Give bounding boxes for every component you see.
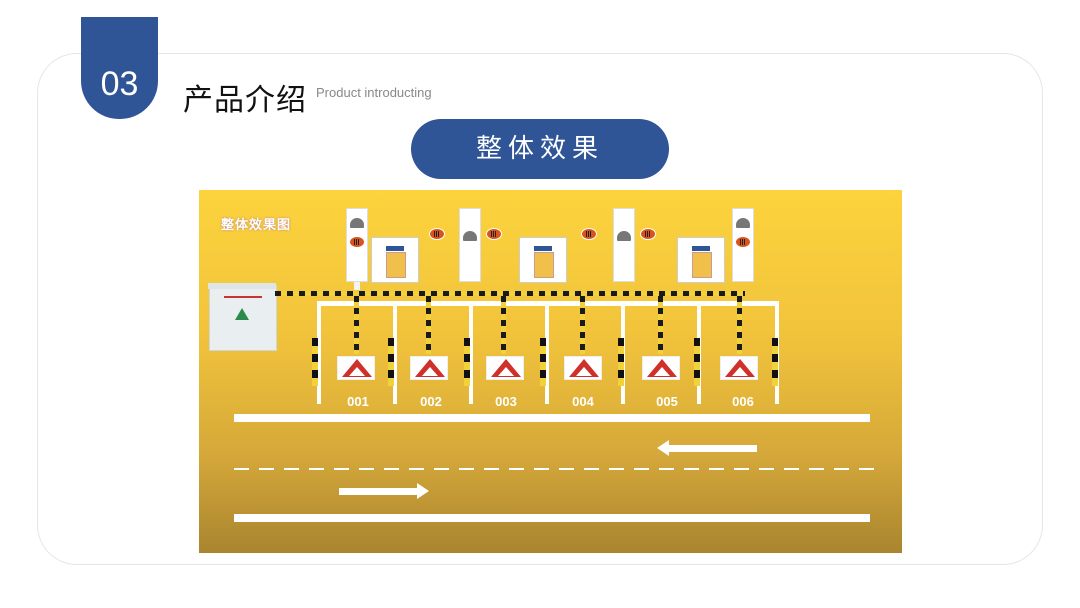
parking-lock-icon bbox=[410, 356, 448, 380]
arrow-right-icon bbox=[339, 483, 429, 499]
slot-label: 004 bbox=[572, 394, 594, 409]
dash-segment bbox=[609, 468, 624, 470]
dash-segment bbox=[434, 468, 449, 470]
bollard bbox=[772, 338, 778, 386]
dash-segment bbox=[784, 468, 799, 470]
parking-lock-icon bbox=[642, 356, 680, 380]
slot-label: 002 bbox=[420, 394, 442, 409]
space-line bbox=[393, 306, 397, 404]
dash-segment bbox=[384, 468, 399, 470]
parking-lock-icon bbox=[337, 356, 375, 380]
arrow-left-icon bbox=[657, 440, 757, 456]
dash-segment bbox=[634, 468, 649, 470]
drop-cable bbox=[737, 296, 742, 354]
dash-segment bbox=[859, 468, 874, 470]
road-edge-top bbox=[234, 414, 870, 422]
dash-segment bbox=[509, 468, 524, 470]
dash-segment bbox=[259, 468, 274, 470]
parking-lock-icon bbox=[720, 356, 758, 380]
dash-segment bbox=[709, 468, 724, 470]
camera-icon bbox=[735, 217, 751, 229]
charger-1 bbox=[371, 237, 419, 283]
main-cable bbox=[275, 291, 745, 296]
dash-segment bbox=[534, 468, 549, 470]
camera-icon bbox=[349, 217, 365, 229]
bollard bbox=[464, 338, 470, 386]
slot-label: 001 bbox=[347, 394, 369, 409]
lamp-icon bbox=[349, 236, 365, 248]
bollard bbox=[312, 338, 318, 386]
dash-segment bbox=[309, 468, 324, 470]
pole-1 bbox=[354, 282, 360, 290]
control-cabinet bbox=[208, 283, 277, 351]
camera-icon bbox=[462, 230, 478, 242]
dash-segment bbox=[284, 468, 299, 470]
diagram-label: 整体效果图 bbox=[221, 218, 292, 233]
dash-segment bbox=[684, 468, 699, 470]
cabinet-label-strip bbox=[224, 296, 262, 298]
lamp-icon bbox=[429, 228, 445, 240]
dash-segment bbox=[834, 468, 849, 470]
dash-segment bbox=[359, 468, 374, 470]
dash-segment bbox=[559, 468, 574, 470]
dash-segment bbox=[234, 468, 249, 470]
slot-label: 006 bbox=[732, 394, 754, 409]
section-subtitle: Product introducting bbox=[316, 85, 432, 100]
parking-lock-icon bbox=[486, 356, 524, 380]
dash-segment bbox=[759, 468, 774, 470]
camera-pole-2 bbox=[459, 208, 481, 282]
section-title: 产品介绍 bbox=[183, 83, 307, 118]
dash-segment bbox=[659, 468, 674, 470]
lamp-icon bbox=[640, 228, 656, 240]
bollard bbox=[388, 338, 394, 386]
overall-effect-banner: 整体效果 bbox=[411, 119, 669, 179]
bollard bbox=[694, 338, 700, 386]
charger-2 bbox=[519, 237, 567, 283]
drop-cable bbox=[501, 296, 506, 354]
lamp-icon bbox=[735, 236, 751, 248]
slot-label: 005 bbox=[656, 394, 678, 409]
camera-icon bbox=[616, 230, 632, 242]
dash-segment bbox=[459, 468, 474, 470]
camera-pole-3 bbox=[613, 208, 635, 282]
bollard bbox=[540, 338, 546, 386]
lamp-icon bbox=[581, 228, 597, 240]
drop-cable bbox=[426, 296, 431, 354]
slot-label: 003 bbox=[495, 394, 517, 409]
lane-frame-top bbox=[317, 301, 779, 306]
space-line bbox=[545, 306, 549, 404]
drop-cable bbox=[354, 296, 359, 354]
dash-segment bbox=[584, 468, 599, 470]
dash-segment bbox=[484, 468, 499, 470]
charger-3 bbox=[677, 237, 725, 283]
drop-cable bbox=[658, 296, 663, 354]
parking-lock-icon bbox=[564, 356, 602, 380]
overall-effect-diagram: 整体效果图 bbox=[199, 190, 902, 553]
space-line bbox=[317, 306, 321, 404]
warning-icon bbox=[235, 308, 249, 320]
dash-segment bbox=[734, 468, 749, 470]
drop-cable bbox=[580, 296, 585, 354]
dash-segment bbox=[334, 468, 349, 470]
road-edge-bottom bbox=[234, 514, 870, 522]
dash-segment bbox=[409, 468, 424, 470]
bollard bbox=[618, 338, 624, 386]
lamp-icon bbox=[486, 228, 502, 240]
space-line bbox=[469, 306, 473, 404]
section-number-tab: 03 bbox=[81, 17, 158, 119]
dash-segment bbox=[809, 468, 824, 470]
